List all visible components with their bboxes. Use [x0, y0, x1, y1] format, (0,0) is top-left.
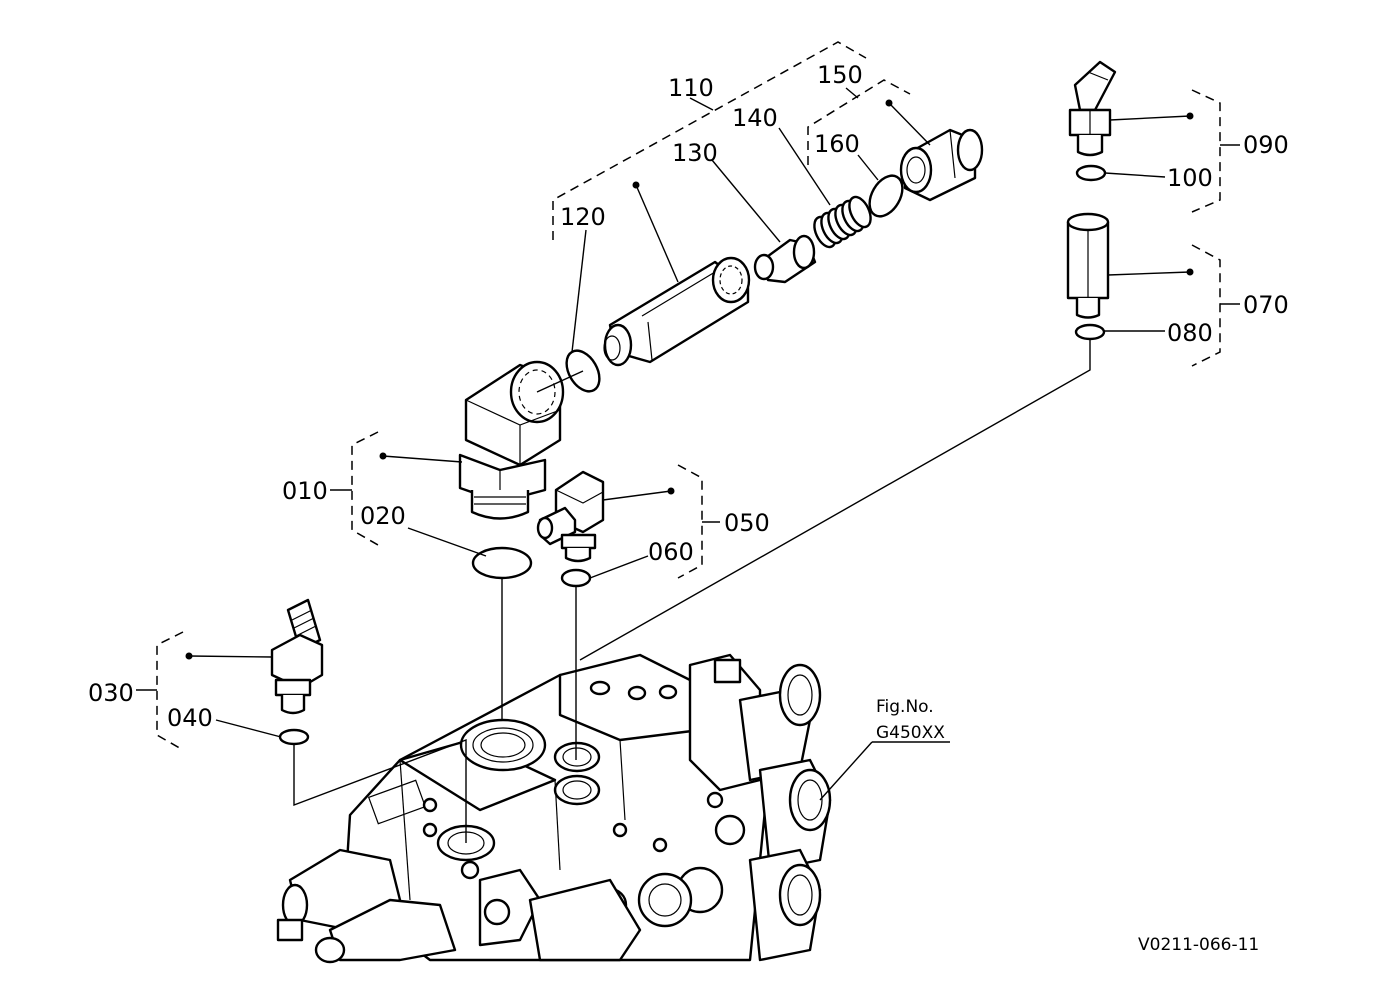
- callout-130: 130: [672, 139, 718, 167]
- callout-060: 060: [648, 538, 694, 566]
- o-ring-060: [560, 568, 592, 588]
- callout-010: 010: [282, 477, 328, 505]
- callout-050: 050: [724, 509, 770, 537]
- angled-fitting-090: [1068, 60, 1117, 157]
- o-ring-080: [1074, 323, 1106, 341]
- o-ring-020: [471, 546, 533, 580]
- group-brackets: [156, 41, 1221, 751]
- plug-150: [899, 128, 984, 202]
- fig-no-label: Fig.No.: [876, 697, 934, 717]
- o-ring-160: [868, 174, 904, 218]
- callout-090: 090: [1243, 131, 1289, 159]
- spring-140: [813, 195, 872, 249]
- o-ring-100: [1075, 164, 1107, 182]
- o-ring-040: [278, 728, 310, 746]
- figure-reference: Fig.No. G450XX: [876, 697, 945, 743]
- assembly-lines: [293, 340, 1091, 843]
- callout-labels: 010 020 030 040 050 060 070 080 090 100 …: [88, 61, 1289, 732]
- callout-070: 070: [1243, 291, 1289, 319]
- callout-140: 140: [732, 104, 778, 132]
- small-elbow-fitting-050: [536, 470, 605, 563]
- poppet-130: [753, 234, 817, 284]
- callout-150: 150: [817, 61, 863, 89]
- callout-110: 110: [668, 74, 714, 102]
- callout-100: 100: [1167, 164, 1213, 192]
- callout-030: 030: [88, 679, 134, 707]
- callout-160: 160: [814, 130, 860, 158]
- fig-no-value: G450XX: [876, 723, 945, 743]
- callout-080: 080: [1167, 319, 1213, 347]
- relief-valve-body-110: [603, 256, 751, 367]
- callout-120: 120: [560, 203, 606, 231]
- control-valve-body: [276, 653, 832, 964]
- leader-lines: [136, 87, 1240, 801]
- adapter-070: [1066, 212, 1110, 319]
- drawing-id: V0211-066-11: [1138, 935, 1259, 955]
- large-port: [459, 718, 547, 772]
- callout-040: 040: [167, 704, 213, 732]
- angled-fitting-030: [270, 598, 324, 715]
- elbow-fitting-010: [458, 360, 565, 520]
- callout-020: 020: [360, 502, 406, 530]
